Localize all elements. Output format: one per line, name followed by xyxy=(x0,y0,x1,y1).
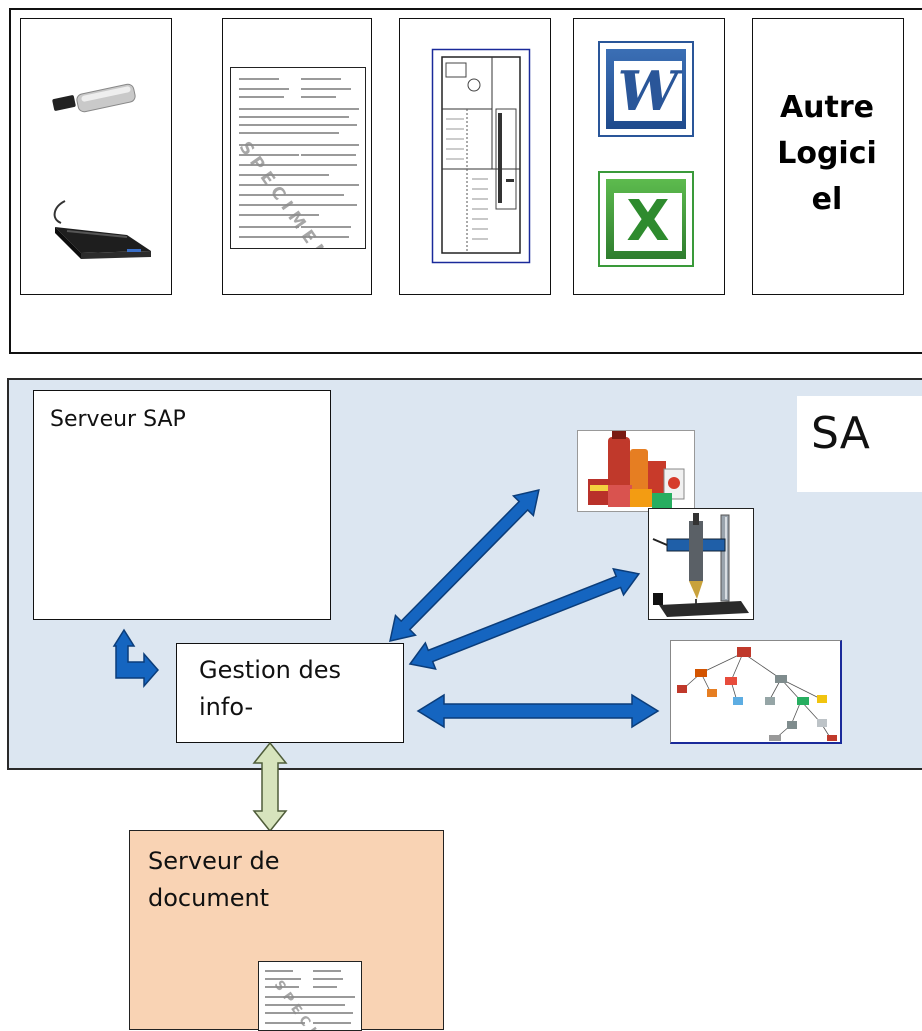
arrow-to-food-products xyxy=(389,489,540,642)
usb-stick-icon xyxy=(52,83,136,113)
gestion-line-1: Gestion des xyxy=(199,656,341,684)
gestion-box: Gestion des info- xyxy=(176,643,404,743)
document-server-box: Serveur de document SPECIMEN xyxy=(129,830,444,1031)
excel-icon: X xyxy=(598,171,694,267)
other-software-line-1: Autre xyxy=(779,90,875,125)
network-diagram-image xyxy=(670,640,842,744)
document-server-line-1: Serveur de xyxy=(148,847,280,875)
sa-title: SA xyxy=(811,408,870,459)
office-card: W X xyxy=(573,18,725,295)
arrow-gestion-document xyxy=(252,741,288,833)
form-card: SPECIMEN xyxy=(222,18,372,295)
word-letter: W xyxy=(614,61,682,121)
blueprint-card xyxy=(399,18,551,295)
arrow-to-drill-press xyxy=(408,567,641,670)
specimen-form-icon: SPECIMEN xyxy=(230,67,366,249)
sap-server-box: Serveur SAP xyxy=(33,390,331,620)
arrow-sap-gestion xyxy=(112,628,159,688)
floor-plan-icon xyxy=(431,48,531,264)
sap-server-label: Serveur SAP xyxy=(50,407,186,432)
drill-press-image xyxy=(648,508,754,620)
food-products-image xyxy=(577,430,695,512)
word-icon: W xyxy=(598,41,694,137)
gestion-line-2: info- xyxy=(199,693,254,722)
document-server-line-2: document xyxy=(148,884,270,913)
other-software-line-3: el xyxy=(811,182,843,217)
excel-letter: X xyxy=(614,193,682,251)
sa-title-box: SA xyxy=(797,396,922,492)
other-software-line-2: Logici xyxy=(777,136,877,171)
document-server-form-icon: SPECIMEN xyxy=(258,961,362,1031)
other-software-card: Autre Logici el xyxy=(752,18,904,295)
usb-card xyxy=(20,18,172,295)
card-reader-icon xyxy=(53,200,151,259)
arrow-to-network xyxy=(416,693,660,729)
